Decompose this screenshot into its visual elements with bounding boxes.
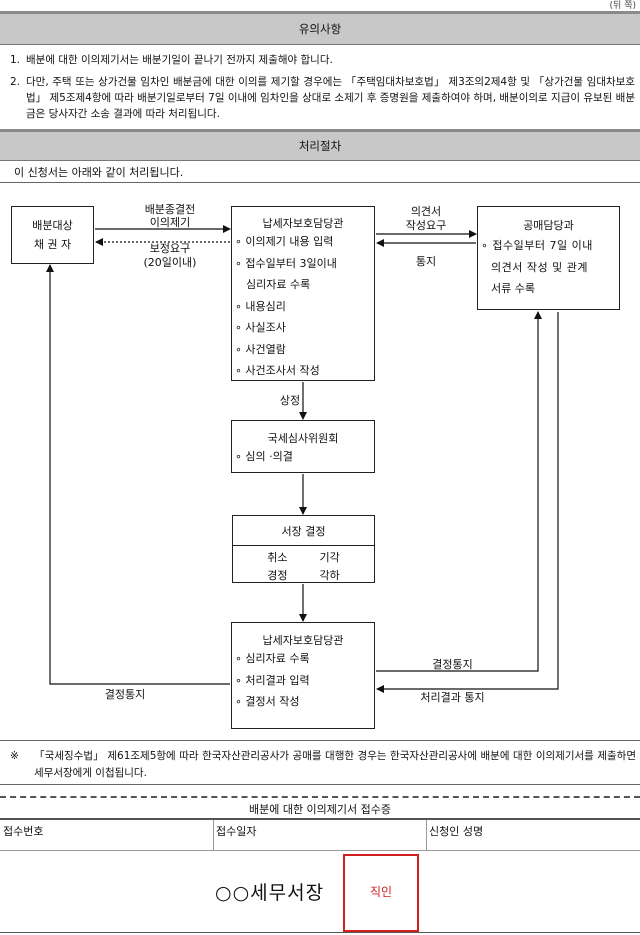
- decision-correct: 경정: [267, 569, 288, 582]
- official-seal-label: 직인: [369, 885, 393, 899]
- officer-bottom-item: ∘ 처리결과 입력: [235, 673, 310, 687]
- procedure-heading: 처리절차: [0, 129, 640, 161]
- label-decision-notice-right: 결정통지: [432, 658, 473, 671]
- receipt-header-row: [0, 820, 640, 851]
- label-opinion-bottom: 작성요구: [405, 219, 447, 232]
- receipt-col-divider: [426, 820, 427, 850]
- official-seal: 직인: [343, 854, 419, 932]
- label-objection-top: 배분종결전: [144, 203, 196, 216]
- committee-item: ∘ 심의 ·의결: [235, 450, 293, 463]
- note-item-text: 다만, 주택 또는 상가건물 임차인 배분금에 대한 이의를 제기할 경우에는 …: [26, 76, 635, 120]
- label-submit: 상정: [279, 394, 301, 407]
- label-supplement-days: (20일이내): [143, 256, 197, 269]
- receipt-table: 접수번호 접수일자 신청인 성명 ○○세무서장 직인: [0, 818, 640, 933]
- receipt-title: 배분에 대한 이의제기서 접수증: [248, 803, 392, 816]
- auction-title: 공매담당과: [523, 219, 574, 232]
- officer-top-item: ∘ 내용심리: [235, 299, 286, 313]
- decision-divider: [233, 545, 374, 546]
- committee-box: 국세심사위원회 ∘ 심의 ·의결: [231, 420, 375, 473]
- page-side-mark: (뒤 쪽): [609, 1, 636, 11]
- officer-top-item: ∘ 사건조사서 작성: [235, 364, 320, 377]
- footnote: ※ 「국세징수법」 제61조제5항에 따라 한국자산관리공사가 공매를 대행한 …: [10, 748, 636, 782]
- officer-top-item: ∘ 사건열람: [235, 342, 286, 356]
- note-item-2: 2. 다만, 주택 또는 상가건물 임차인 배분금에 대한 이의를 제기할 경우…: [10, 74, 635, 122]
- officer-top-item: ∘ 접수일부터 3일이내: [235, 256, 337, 270]
- auction-item: 의견서 작성 및 관계: [491, 260, 588, 274]
- label-result-notice: 처리결과 통지: [420, 691, 485, 704]
- label-notice: 통지: [415, 255, 437, 268]
- receipt-applicant-header: 신청인 성명: [429, 825, 484, 838]
- auction-item: ∘ 접수일부터 7일 이내: [481, 239, 593, 252]
- intro-divider: [0, 182, 640, 183]
- cut-line: [0, 796, 640, 798]
- receipt-office-name: ○○세무서장: [215, 882, 325, 904]
- procedure-intro: 이 신청서는 아래와 같이 처리됩니다.: [14, 166, 184, 179]
- officer-bottom-title: 납세자보호담당관: [262, 634, 344, 647]
- note-item-1: 1. 배분에 대한 이의제기서는 배분기일이 끝나기 전까지 제출해야 합니다.: [10, 52, 635, 68]
- officer-bottom-item: ∘ 심리자료 수록: [235, 652, 310, 665]
- receipt-date-header: 접수일자: [216, 825, 257, 838]
- footnote-text: 「국세징수법」 제61조제5항에 따라 한국자산관리공사가 공매를 대행한 경우…: [34, 750, 636, 779]
- label-opinion-top: 의견서: [410, 205, 442, 218]
- officer-top-box: 납세자보호담당관 ∘ 이의제기 내용 입력 ∘ 접수일부터 3일이내 심리자료 …: [231, 206, 375, 381]
- creditor-label-line2: 채 권 자: [33, 238, 72, 251]
- receipt-number-header: 접수번호: [3, 825, 44, 838]
- officer-top-item: ∘ 이의제기 내용 입력: [235, 235, 334, 248]
- label-supplement: 보정요구: [149, 242, 191, 255]
- footnote-bottom-divider: [0, 784, 640, 785]
- auction-box: 공매담당과 ∘ 접수일부터 7일 이내 의견서 작성 및 관계 서류 수록: [477, 206, 620, 310]
- creditor-label-line1: 배분대상: [32, 219, 73, 232]
- officer-top-title: 납세자보호담당관: [262, 217, 344, 230]
- arrow-decision-notice-right: [376, 311, 542, 672]
- note-item-number: 2.: [10, 76, 21, 88]
- creditor-box: 배분대상 채 권 자: [11, 206, 94, 264]
- committee-title: 국세심사위원회: [267, 432, 339, 445]
- officer-top-item: 심리자료 수록: [246, 278, 311, 291]
- note-item-text: 배분에 대한 이의제기서는 배분기일이 끝나기 전까지 제출해야 합니다.: [26, 54, 333, 66]
- footnote-top-divider: [0, 740, 640, 741]
- receipt-col-divider: [213, 820, 214, 850]
- label-decision-notice-left: 결정통지: [104, 688, 146, 701]
- arrow-decision-notice-left: [46, 264, 230, 685]
- label-objection-bottom: 이의제기: [149, 216, 191, 229]
- officer-bottom-box: 납세자보호담당관 ∘ 심리자료 수록 ∘ 처리결과 입력 ∘ 결정서 작성: [231, 622, 375, 729]
- auction-item: 서류 수록: [491, 282, 535, 295]
- decision-dismiss: 기각: [319, 551, 340, 564]
- decision-reject: 각하: [319, 569, 340, 582]
- footnote-mark: ※: [10, 750, 19, 762]
- arrow-result-notice: [376, 312, 559, 693]
- decision-cancel: 취소: [267, 551, 288, 564]
- decision-title: 서장 결정: [281, 525, 326, 538]
- note-item-number: 1.: [10, 54, 21, 66]
- decision-box: 서장 결정 취소 기각 경정 각하: [232, 515, 375, 583]
- notes-heading: 유의사항: [0, 11, 640, 45]
- officer-top-item: ∘ 사실조사: [235, 321, 286, 334]
- officer-bottom-item: ∘ 결정서 작성: [235, 695, 300, 708]
